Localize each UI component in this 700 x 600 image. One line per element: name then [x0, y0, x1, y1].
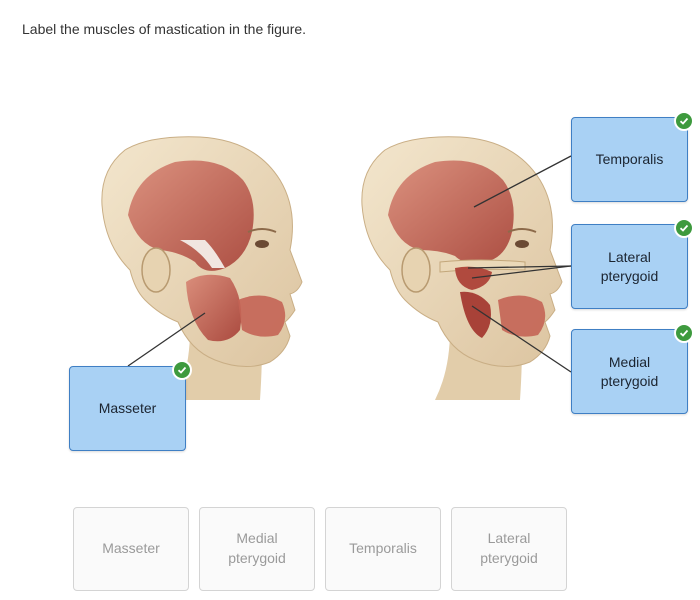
check-icon [674, 218, 694, 238]
drop-zone-label: Masseter [99, 399, 157, 418]
bank-tile-label: Temporalis [349, 539, 417, 559]
check-icon [674, 111, 694, 131]
right-buccinator-muscle [498, 295, 545, 336]
drop-zone-temporalis[interactable]: Temporalis [571, 117, 688, 202]
drop-zone-label: Temporalis [596, 150, 664, 169]
drop-zone-label: Lateral pterygoid [601, 248, 659, 286]
drop-zone-label: Medial pterygoid [601, 353, 659, 391]
bank-tile-label: Masseter [102, 539, 160, 559]
left-buccinator-muscle [238, 295, 285, 336]
check-icon [674, 323, 694, 343]
drop-zone-medial-pterygoid[interactable]: Medial pterygoid [571, 329, 688, 414]
check-icon [172, 360, 192, 380]
right-ear [402, 248, 430, 292]
drop-zone-lateral-pterygoid[interactable]: Lateral pterygoid [571, 224, 688, 309]
bank-tile-medial-pterygoid[interactable]: Medial pterygoid [199, 507, 315, 591]
left-ear [142, 248, 170, 292]
drop-zone-masseter[interactable]: Masseter [69, 366, 186, 451]
left-eye [255, 240, 269, 248]
bank-tile-masseter[interactable]: Masseter [73, 507, 189, 591]
bank-tile-temporalis[interactable]: Temporalis [325, 507, 441, 591]
bank-tile-lateral-pterygoid[interactable]: Lateral pterygoid [451, 507, 567, 591]
bank-tile-label: Lateral pterygoid [480, 529, 538, 568]
right-eye [515, 240, 529, 248]
left-head-illustration [102, 137, 302, 400]
bank-tile-label: Medial pterygoid [228, 529, 286, 568]
